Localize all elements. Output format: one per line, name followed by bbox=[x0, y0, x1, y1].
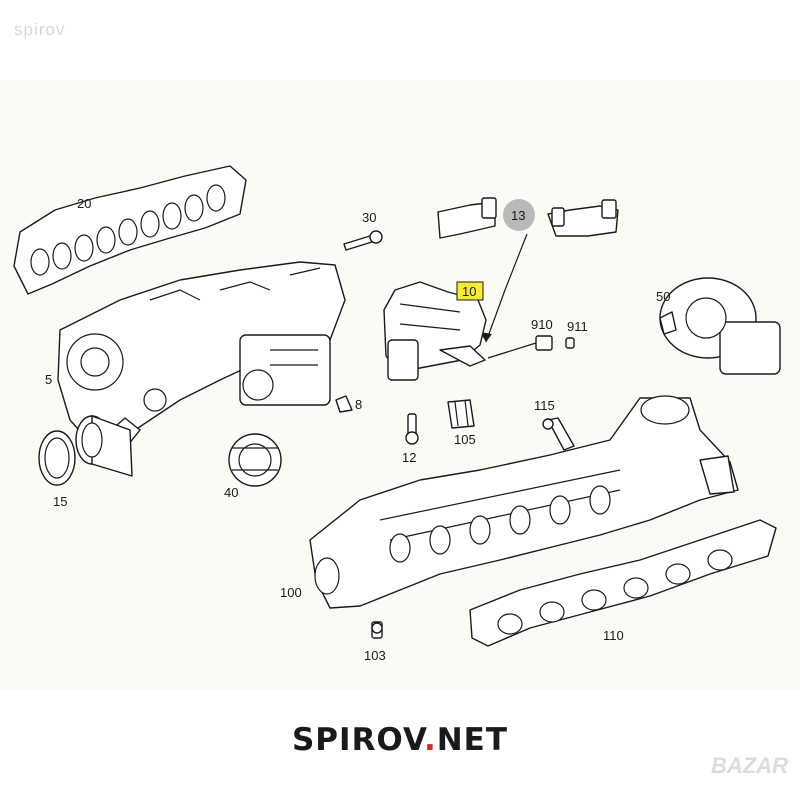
callout-12: 12 bbox=[402, 450, 416, 465]
part-throttle-housing bbox=[239, 334, 331, 406]
part-103-stud bbox=[371, 621, 383, 639]
part-12-stud bbox=[405, 413, 419, 445]
callout-100: 100 bbox=[280, 585, 302, 600]
part-100-exhaust-manifold bbox=[309, 395, 739, 609]
watermark-top: spirov bbox=[14, 20, 66, 39]
watermark-bottom: BAZAR bbox=[711, 753, 788, 778]
brand-right: NET bbox=[436, 722, 509, 758]
part-8-clip bbox=[335, 395, 353, 413]
part-10-egr-valve bbox=[383, 281, 487, 381]
callout-13: 13 bbox=[511, 208, 525, 223]
callout-8: 8 bbox=[355, 397, 362, 412]
callout-20: 20 bbox=[77, 196, 91, 211]
callout-910: 910 bbox=[531, 317, 553, 332]
part-50-egr-unit bbox=[659, 277, 781, 375]
part-30-bolt bbox=[343, 230, 383, 251]
callout-110: 110 bbox=[603, 628, 624, 643]
callout-103: 103 bbox=[364, 648, 386, 663]
part-sleeve bbox=[75, 415, 133, 477]
callout-15: 15 bbox=[53, 494, 67, 509]
callout-105: 105 bbox=[454, 432, 476, 447]
brand-logo: SPIROV.NET bbox=[0, 722, 800, 758]
callout-115: 115 bbox=[534, 398, 555, 413]
brand-left: SPIROV bbox=[291, 722, 424, 758]
callout-10-highlight bbox=[456, 281, 484, 301]
part-40-bellows bbox=[228, 433, 282, 487]
callout-911: 911 bbox=[567, 319, 588, 334]
callout-10: 10 bbox=[462, 284, 476, 299]
callout-50: 50 bbox=[656, 289, 670, 304]
callout-5: 5 bbox=[45, 372, 52, 387]
callout-40: 40 bbox=[224, 485, 238, 500]
part-910-911-sensor bbox=[487, 335, 575, 359]
part-20-gasket bbox=[13, 165, 247, 295]
part-5-intake-manifold bbox=[57, 261, 346, 456]
brand-dot: . bbox=[423, 722, 437, 758]
callout-30: 30 bbox=[362, 210, 376, 225]
part-13-harness bbox=[437, 197, 619, 343]
part-110-gasket bbox=[469, 519, 777, 647]
part-105-bracket bbox=[447, 399, 475, 429]
part-115-bolt bbox=[542, 417, 575, 451]
part-15-o-ring bbox=[38, 430, 76, 486]
